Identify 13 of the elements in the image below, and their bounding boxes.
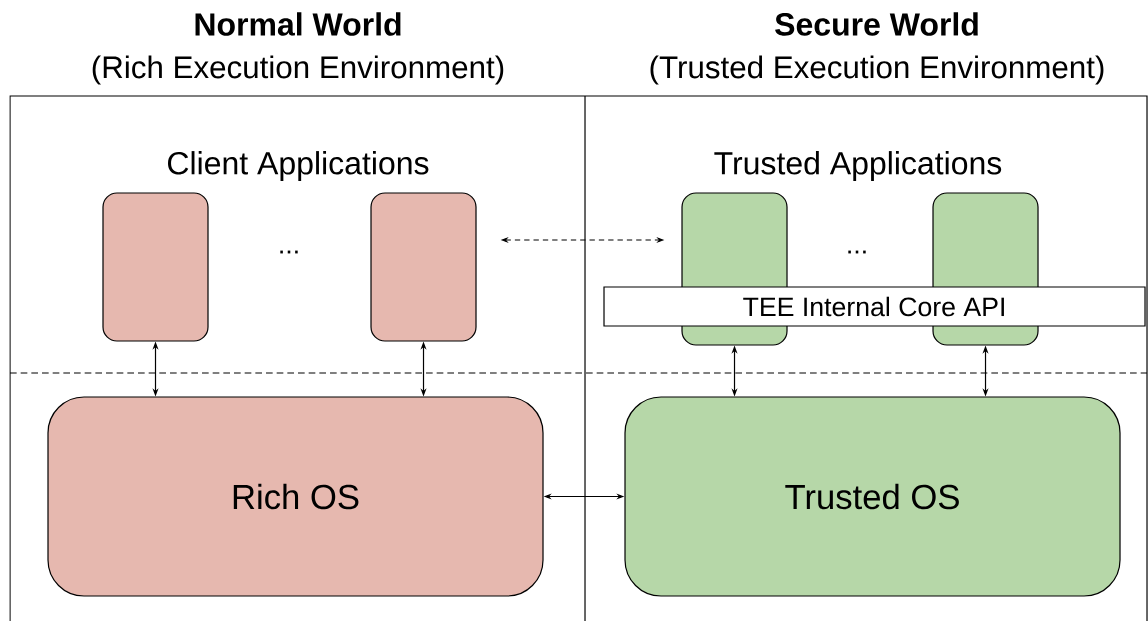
ellipsis: ... bbox=[848, 250, 866, 254]
app-box bbox=[370, 192, 477, 342]
heading: (Rich Execution Environment) bbox=[92, 55, 504, 85]
app-box bbox=[102, 192, 209, 342]
ellipsis: ... bbox=[280, 250, 298, 254]
heading: (Trusted Execution Environment) bbox=[650, 55, 1104, 85]
heading: Trusted Applications bbox=[714, 151, 1002, 181]
world-title: Normal World bbox=[195, 12, 401, 36]
os-box: Rich OS bbox=[47, 396, 544, 597]
os-box: Trusted OS bbox=[624, 396, 1121, 597]
api-bar: TEE Internal Core API bbox=[603, 286, 1146, 327]
world-title: Secure World bbox=[775, 12, 978, 36]
heading: Client Applications bbox=[168, 151, 429, 181]
